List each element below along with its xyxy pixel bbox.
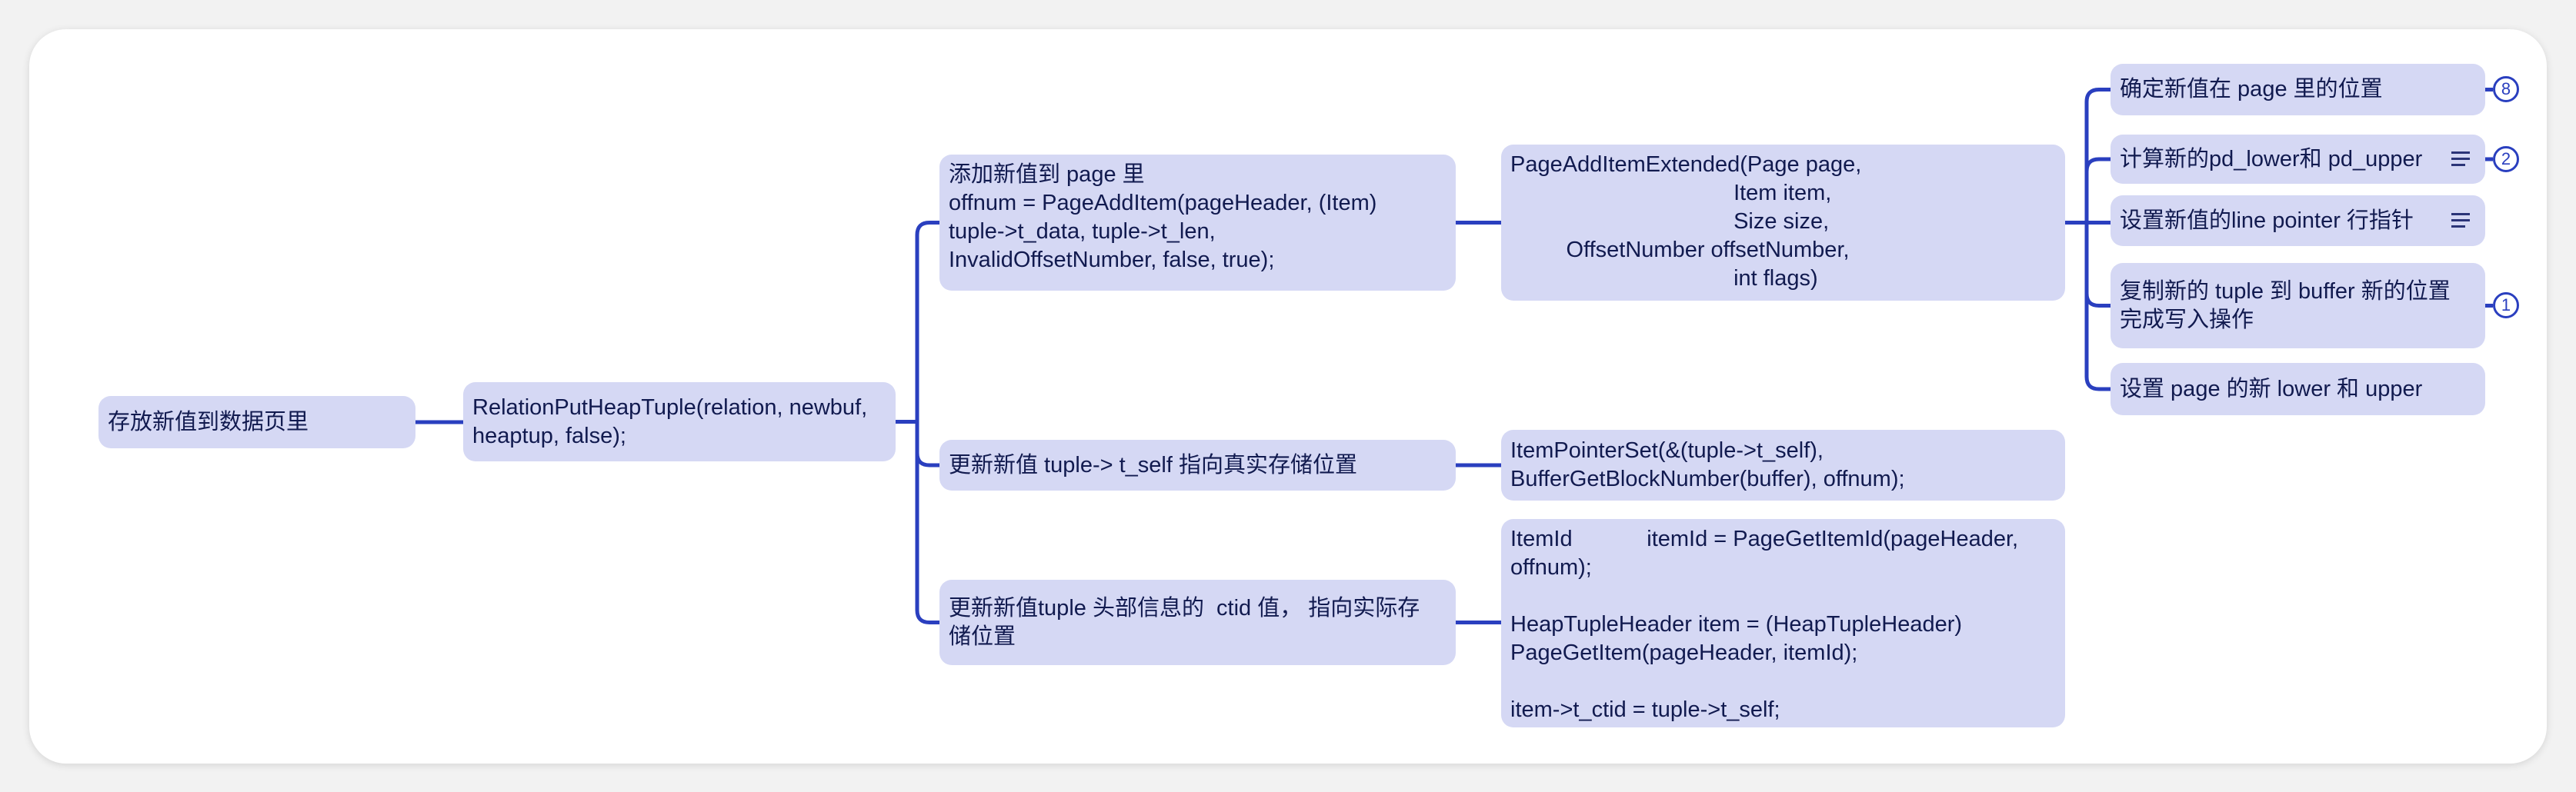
topic-label: 存放新值到数据页里 (108, 409, 309, 434)
topic-label: RelationPutHeapTuple(relation, newbuf, h… (472, 394, 868, 448)
topic-label: 确定新值在 page 里的位置 (2120, 77, 2383, 101)
topic-update-ctid[interactable]: 更新新值tuple 头部信息的 ctid 值， 指向实际存 储位置 (939, 580, 1456, 665)
collapsed-count-badge[interactable]: 1 (2493, 292, 2519, 318)
topic-label: PageAddItemExtended(Page page, Item item… (1510, 152, 1862, 291)
topic-add-value-to-page[interactable]: 添加新值到 page 里 offnum = PageAddItem(pageHe… (939, 155, 1456, 291)
topic-label: 更新新值 tuple-> t_self 指向真实存储位置 (949, 452, 1357, 478)
topic-label: 设置新值的line pointer 行指针 (2120, 208, 2414, 233)
topic-label: 复制新的 tuple 到 buffer 新的位置 完成写入操作 (2120, 278, 2451, 332)
topic-label: 更新新值tuple 头部信息的 ctid 值， 指向实际存 储位置 (949, 595, 1420, 649)
topic-label: 添加新值到 page 里 offnum = PageAddItem(pageHe… (949, 162, 1377, 272)
topic-item-pointer-set[interactable]: ItemPointerSet(&(tuple->t_self), BufferG… (1501, 430, 2065, 501)
topic-label: 设置 page 的新 lower 和 upper (2120, 376, 2423, 401)
topic-label: ItemId itemId = PageGetItemId(pageHeader… (1510, 527, 2019, 722)
badge-count: 8 (2501, 79, 2511, 98)
badge-count: 2 (2501, 149, 2511, 168)
topic-relation-put-heap-tuple[interactable]: RelationPutHeapTuple(relation, newbuf, h… (463, 382, 896, 461)
notes-icon[interactable] (2451, 213, 2470, 228)
leaf-topic-copy-tuple[interactable]: 复制新的 tuple 到 buffer 新的位置 完成写入操作 (2111, 263, 2485, 348)
leaf-topic-set-page-lower-upper[interactable]: 设置 page 的新 lower 和 upper (2111, 363, 2485, 415)
leaf-topic-set-line-pointer[interactable]: 设置新值的line pointer 行指针 (2111, 195, 2485, 246)
leaf-topic-locate-position[interactable]: 确定新值在 page 里的位置 (2111, 64, 2485, 115)
leaf-topic-compute-lower-upper[interactable]: 计算新的pd_lower和 pd_upper (2111, 135, 2485, 184)
topic-label: ItemPointerSet(&(tuple->t_self), BufferG… (1510, 438, 1905, 491)
topic-page-get-item[interactable]: ItemId itemId = PageGetItemId(pageHeader… (1501, 519, 2065, 727)
collapsed-count-badge[interactable]: 2 (2493, 146, 2519, 172)
collapsed-count-badge[interactable]: 8 (2493, 76, 2519, 102)
topic-update-t-self[interactable]: 更新新值 tuple-> t_self 指向真实存储位置 (939, 440, 1456, 491)
root-topic[interactable]: 存放新值到数据页里 (98, 396, 415, 448)
topic-label: 计算新的pd_lower和 pd_upper (2120, 146, 2423, 171)
topic-page-add-item-extended[interactable]: PageAddItemExtended(Page page, Item item… (1501, 145, 2065, 301)
badge-count: 1 (2501, 295, 2511, 314)
notes-icon[interactable] (2451, 151, 2470, 167)
